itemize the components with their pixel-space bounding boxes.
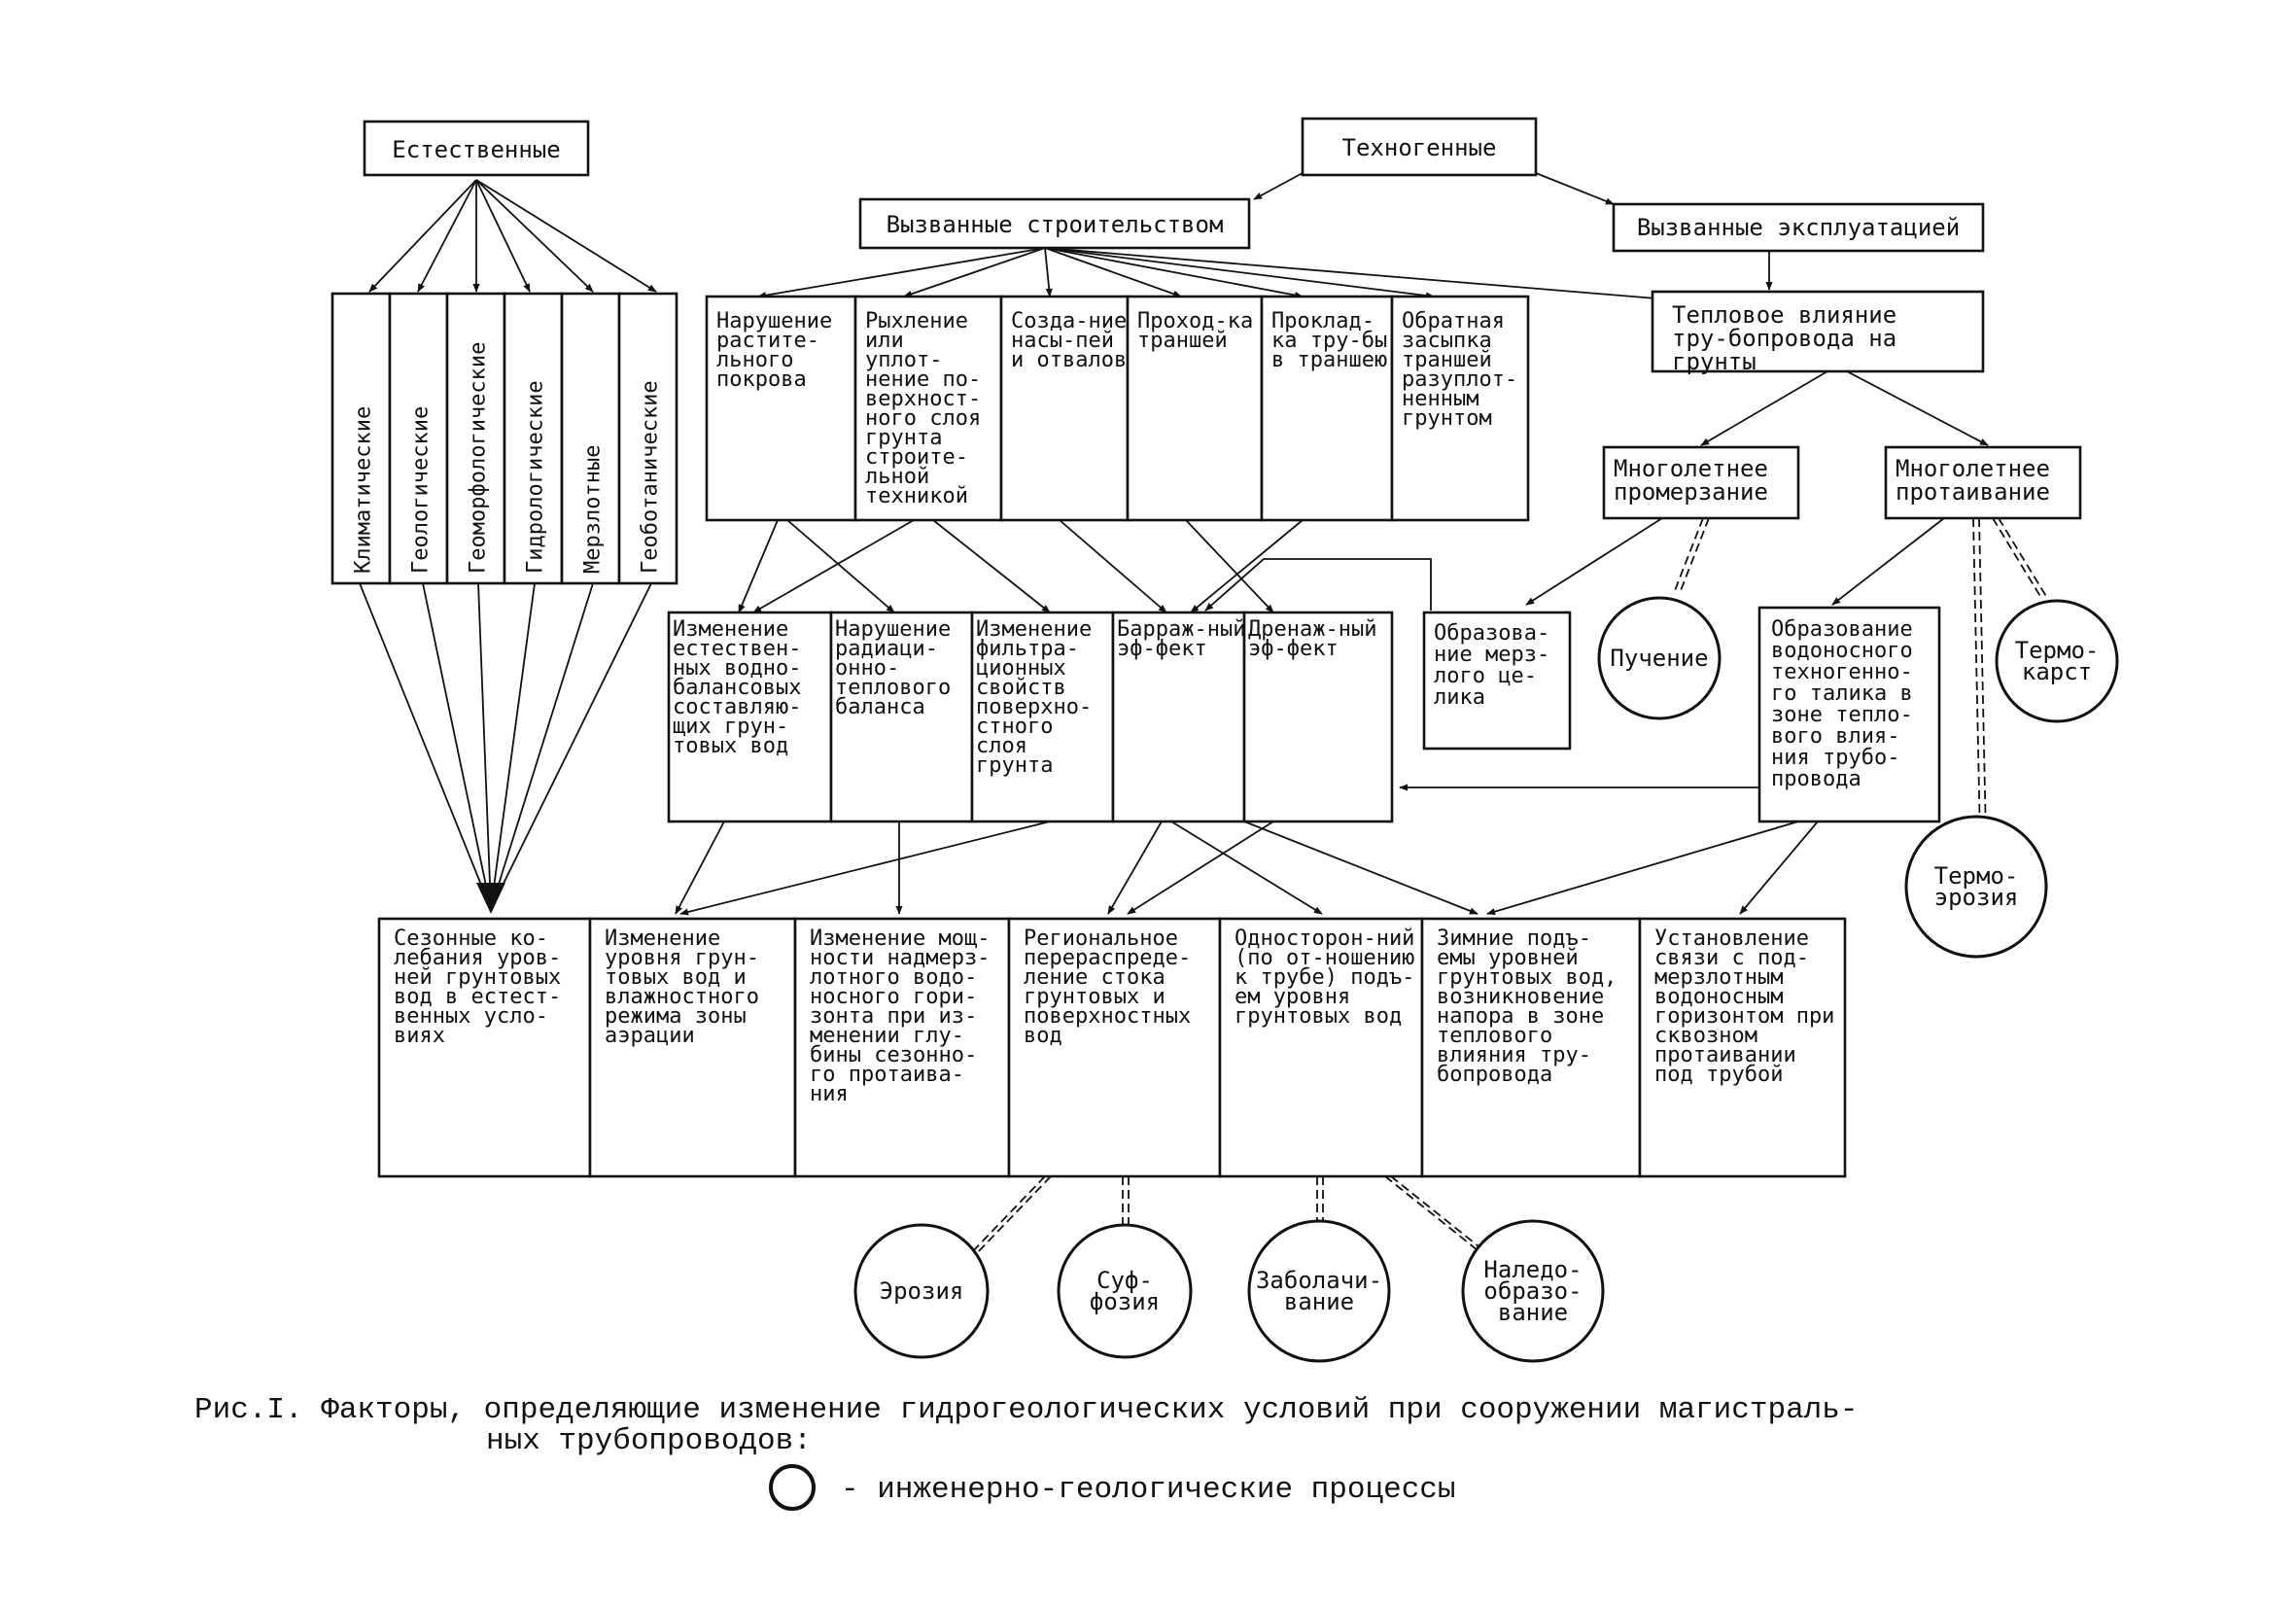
legend-circle-icon <box>769 1464 816 1511</box>
natural-factor-label: Мерзлотные <box>581 445 606 574</box>
by-construction-label: Вызванные строительством <box>887 211 1224 238</box>
process-heaving-circle-icon: Пучение <box>1597 596 1722 720</box>
natural-factor-column: Геологические <box>388 292 449 585</box>
process-suffosion-label: Суф-фозия <box>1090 1267 1160 1315</box>
frozen-pillar-label: Образова-ние мерз-лого це-лика <box>1434 621 1549 710</box>
process-icing-circle-icon: Наледо-образо-вание <box>1461 1219 1605 1363</box>
process-swamping-circle-icon: Заболачи-вание <box>1247 1219 1391 1363</box>
natural-factor-label: Геологические <box>409 406 434 574</box>
process-swamping-label: Заболачи-вание <box>1256 1267 1382 1315</box>
process-icing-label: Наледо-образо-вание <box>1483 1256 1582 1326</box>
natural-factor-column: Климатические <box>330 292 392 585</box>
technogenic-label: Техногенные <box>1342 134 1497 161</box>
caption-line-2: ных трубопроводов: <box>486 1424 812 1458</box>
natural-factor-column: Мерзлотные <box>560 292 621 585</box>
process-erosion-label: Эрозия <box>880 1277 964 1305</box>
process-erosion-circle-icon: Эрозия <box>853 1223 990 1359</box>
process-thermokarst-circle-icon: Термо-карст <box>1995 599 2119 723</box>
connector-lines <box>359 172 2048 1255</box>
natural-factor-column: Геоморфологические <box>445 292 506 585</box>
process-thermokarst-label: Термо-карст <box>2015 637 2100 685</box>
natural-factor-label: Климатические <box>352 406 376 574</box>
process-suffosion-circle-icon: Суф-фозия <box>1057 1223 1193 1359</box>
frozen-pillar-node: Образова-ние мерз-лого це-лика <box>1422 611 1572 751</box>
figure-caption: Рис.I. Факторы, определяющие изменение г… <box>194 1393 1858 1511</box>
natural-factor-label: Геоботанические <box>639 380 663 574</box>
process-thermoerosion-label: Термо-эрозия <box>1934 862 2019 911</box>
by-operation-label: Вызванные эксплуатацией <box>1637 214 1960 241</box>
frozen-pillar-text: Образова-ние мерз-лого це-лика <box>1434 621 1549 710</box>
natural-factors-group: Климатические Геологические Геоморфологиче… <box>330 292 678 585</box>
outcome-box: Изменение мощ-ности надмерз-лотного водо… <box>793 917 1011 1178</box>
natural-factor-label: Гидрологические <box>524 380 548 574</box>
outcome-label: Изменение мощ-ности надмерз-лотного водо… <box>810 926 990 1106</box>
caption-line-1: Рис.I. Факторы, определяющие изменение г… <box>194 1393 1858 1427</box>
technogenic-node: Техногенные <box>1301 117 1538 177</box>
caption-legend: - инженерно-геологические процессы <box>841 1473 1456 1507</box>
natural-factor-column: Геоботанические <box>617 292 678 585</box>
process-thermoerosion-circle-icon: Термо-эрозия <box>1904 815 2048 959</box>
natural-node: Естественные <box>363 120 590 177</box>
natural-factor-label: Геоморфологические <box>467 342 491 574</box>
natural-factor-column: Гидрологические <box>503 292 564 585</box>
by-operation-node: Вызванные эксплуатацией <box>1612 202 1985 253</box>
natural-label: Естественные <box>392 136 560 163</box>
by-construction-node: Вызванные строительством <box>858 197 1251 250</box>
process-heaving-label: Пучение <box>1610 645 1708 672</box>
